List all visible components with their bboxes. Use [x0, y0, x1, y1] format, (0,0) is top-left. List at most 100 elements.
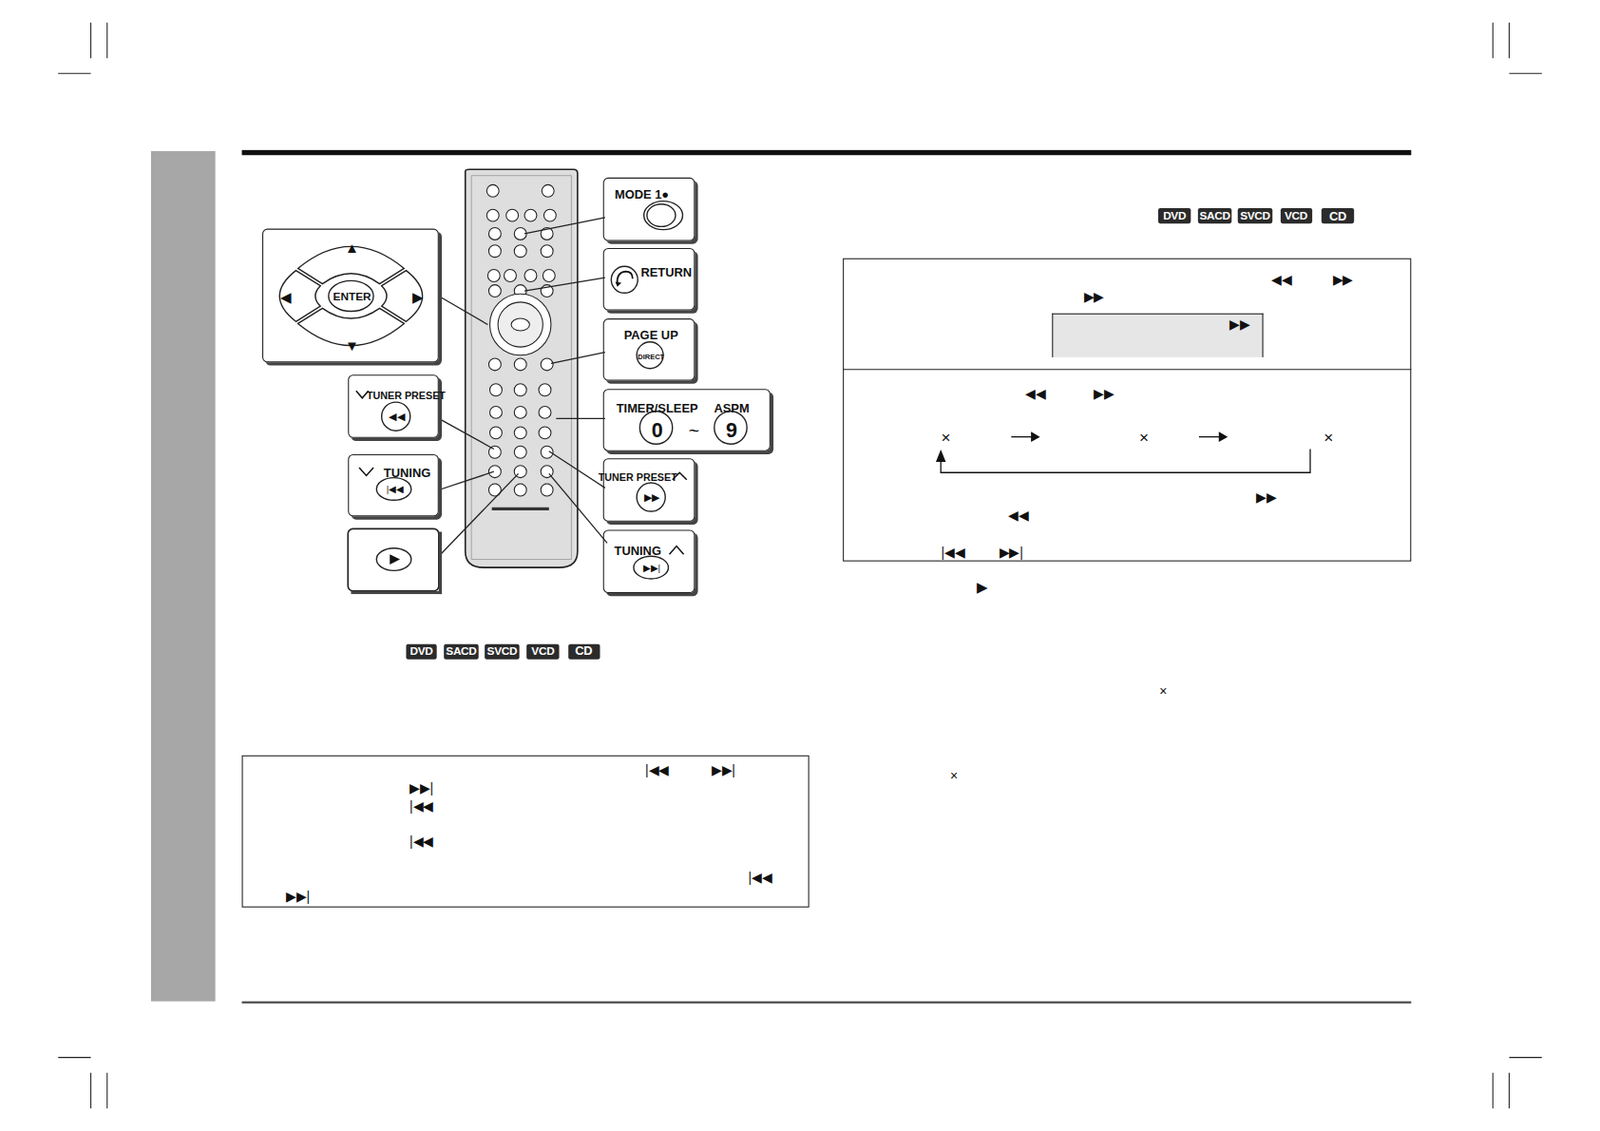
label-text: ~	[688, 421, 700, 440]
disc-badge: VCD	[526, 644, 559, 660]
remote-button	[488, 285, 501, 298]
label-text: |◀◀	[941, 545, 966, 559]
label-text: ENTER	[333, 291, 372, 304]
remote-button	[490, 383, 503, 397]
callout-box: ▲ ◀ ENTER ▶ ▼	[262, 228, 439, 363]
label-text: ▶▶|	[409, 780, 434, 795]
label-text: ▼	[344, 339, 360, 354]
label-text: ASPM	[713, 401, 749, 415]
remote-button	[514, 405, 527, 419]
callout-box: MODE 1●	[603, 177, 696, 242]
callout-box: TIMER/SLEEPASPM0~9	[603, 388, 771, 452]
label-text: ▶▶	[1093, 387, 1114, 401]
remote-button	[490, 426, 503, 439]
label-text: ◀◀	[1271, 272, 1292, 286]
label-text: |◀◀	[748, 871, 773, 885]
disc-badge: DVD	[405, 644, 437, 660]
badge-text: DVD	[410, 645, 434, 657]
disc-badge: SVCD	[1238, 208, 1273, 224]
remote-button	[486, 184, 499, 197]
callout-box: TUNING |◀◀	[347, 454, 439, 517]
remote-button	[538, 405, 552, 419]
label-text: DIRECT	[637, 352, 665, 361]
label-text: ▶▶|	[285, 889, 310, 903]
badge-text: SACD	[1199, 210, 1230, 223]
remote-button	[538, 426, 552, 439]
remote-button	[514, 383, 527, 397]
label-text: ×	[1323, 429, 1334, 446]
label-text: ▶▶	[1084, 290, 1105, 305]
label-text: ▶▶	[1229, 318, 1250, 332]
label-text: TUNING	[383, 466, 431, 479]
label-text: TUNER PRESET	[598, 472, 678, 483]
remote-button	[524, 269, 537, 283]
label-text: ▶▶|	[999, 545, 1024, 559]
remote-button	[542, 269, 555, 283]
remote-button	[506, 209, 519, 222]
remote-button	[538, 383, 552, 397]
symbol-label: ▶	[976, 579, 989, 594]
label-text: |◀◀	[409, 799, 434, 813]
callout-box: PAGE UPDIRECT	[603, 318, 696, 381]
label-text: |◀◀	[645, 762, 669, 777]
label-text: TUNING	[614, 545, 662, 558]
display-window: ▶▶	[1051, 313, 1263, 358]
disc-badge: DVD	[1158, 208, 1191, 224]
disc-badge: SACD	[443, 644, 478, 660]
badge-text: VCD	[531, 645, 554, 657]
label-text: |◀◀	[409, 834, 434, 848]
badge-text: SACD	[445, 645, 477, 657]
badge-text: CD	[574, 645, 592, 658]
remote-button	[488, 245, 501, 258]
badge-text: SVCD	[487, 645, 518, 657]
remote-button	[486, 209, 499, 222]
note-box: ◀◀▶▶▶▶◀◀▶▶×××▶▶◀◀|◀◀▶▶|▶▶	[842, 258, 1411, 562]
remote-button	[514, 358, 527, 371]
note-box: |◀◀ ▶▶| ▶▶| |◀◀ |◀◀ |◀◀ ▶▶|	[242, 755, 810, 908]
label-text: |◀◀	[386, 485, 404, 496]
remote-button	[504, 269, 517, 283]
disc-badge: CD	[568, 644, 600, 660]
label-text: ◀	[280, 289, 292, 305]
remote-button	[540, 483, 553, 496]
callout-box: TUNER PRESET◀◀	[347, 374, 439, 439]
label-text: TUNER PRESET	[366, 390, 446, 401]
label-text: ▶▶	[644, 493, 661, 504]
remote-button	[488, 227, 501, 240]
symbol-label: ×	[1159, 684, 1167, 698]
callout-box: RETURN	[603, 247, 696, 311]
label-text: RETURN	[640, 266, 692, 279]
label-text: ◀◀	[388, 412, 405, 423]
badge-text: SVCD	[1239, 210, 1271, 223]
label-text: 9	[725, 419, 738, 439]
badge-text: VCD	[1284, 210, 1308, 223]
label-text: 0	[651, 419, 664, 439]
badge-text: CD	[1329, 209, 1347, 223]
label-text: ▶▶|	[711, 762, 736, 777]
remote-button	[490, 405, 503, 419]
symbol-label: ×	[950, 768, 958, 782]
label-text: ▶	[412, 289, 424, 305]
remote-button	[543, 209, 556, 222]
label-text: ◀◀	[1025, 387, 1046, 401]
callout-box: TUNER PRESET▶▶	[603, 457, 696, 522]
badge-text: DVD	[1162, 210, 1186, 223]
remote-button	[514, 426, 527, 439]
disc-badge: CD	[1321, 208, 1354, 224]
disc-badge: SACD	[1197, 208, 1232, 224]
label-text: ×	[1139, 429, 1149, 446]
label-text: ▲	[344, 240, 360, 255]
label-text: MODE 1●	[614, 189, 669, 202]
remote-button	[524, 209, 537, 222]
label-text: ▶▶|	[643, 563, 661, 573]
callout-box: TUNING ▶▶|	[603, 529, 696, 593]
remote-button	[540, 245, 553, 258]
label-text: ◀◀	[1008, 508, 1029, 522]
remote-button	[514, 445, 527, 458]
remote-button	[514, 245, 527, 258]
label-text: ×	[941, 429, 952, 446]
remote-button	[541, 184, 554, 197]
disc-badge: VCD	[1280, 208, 1313, 224]
